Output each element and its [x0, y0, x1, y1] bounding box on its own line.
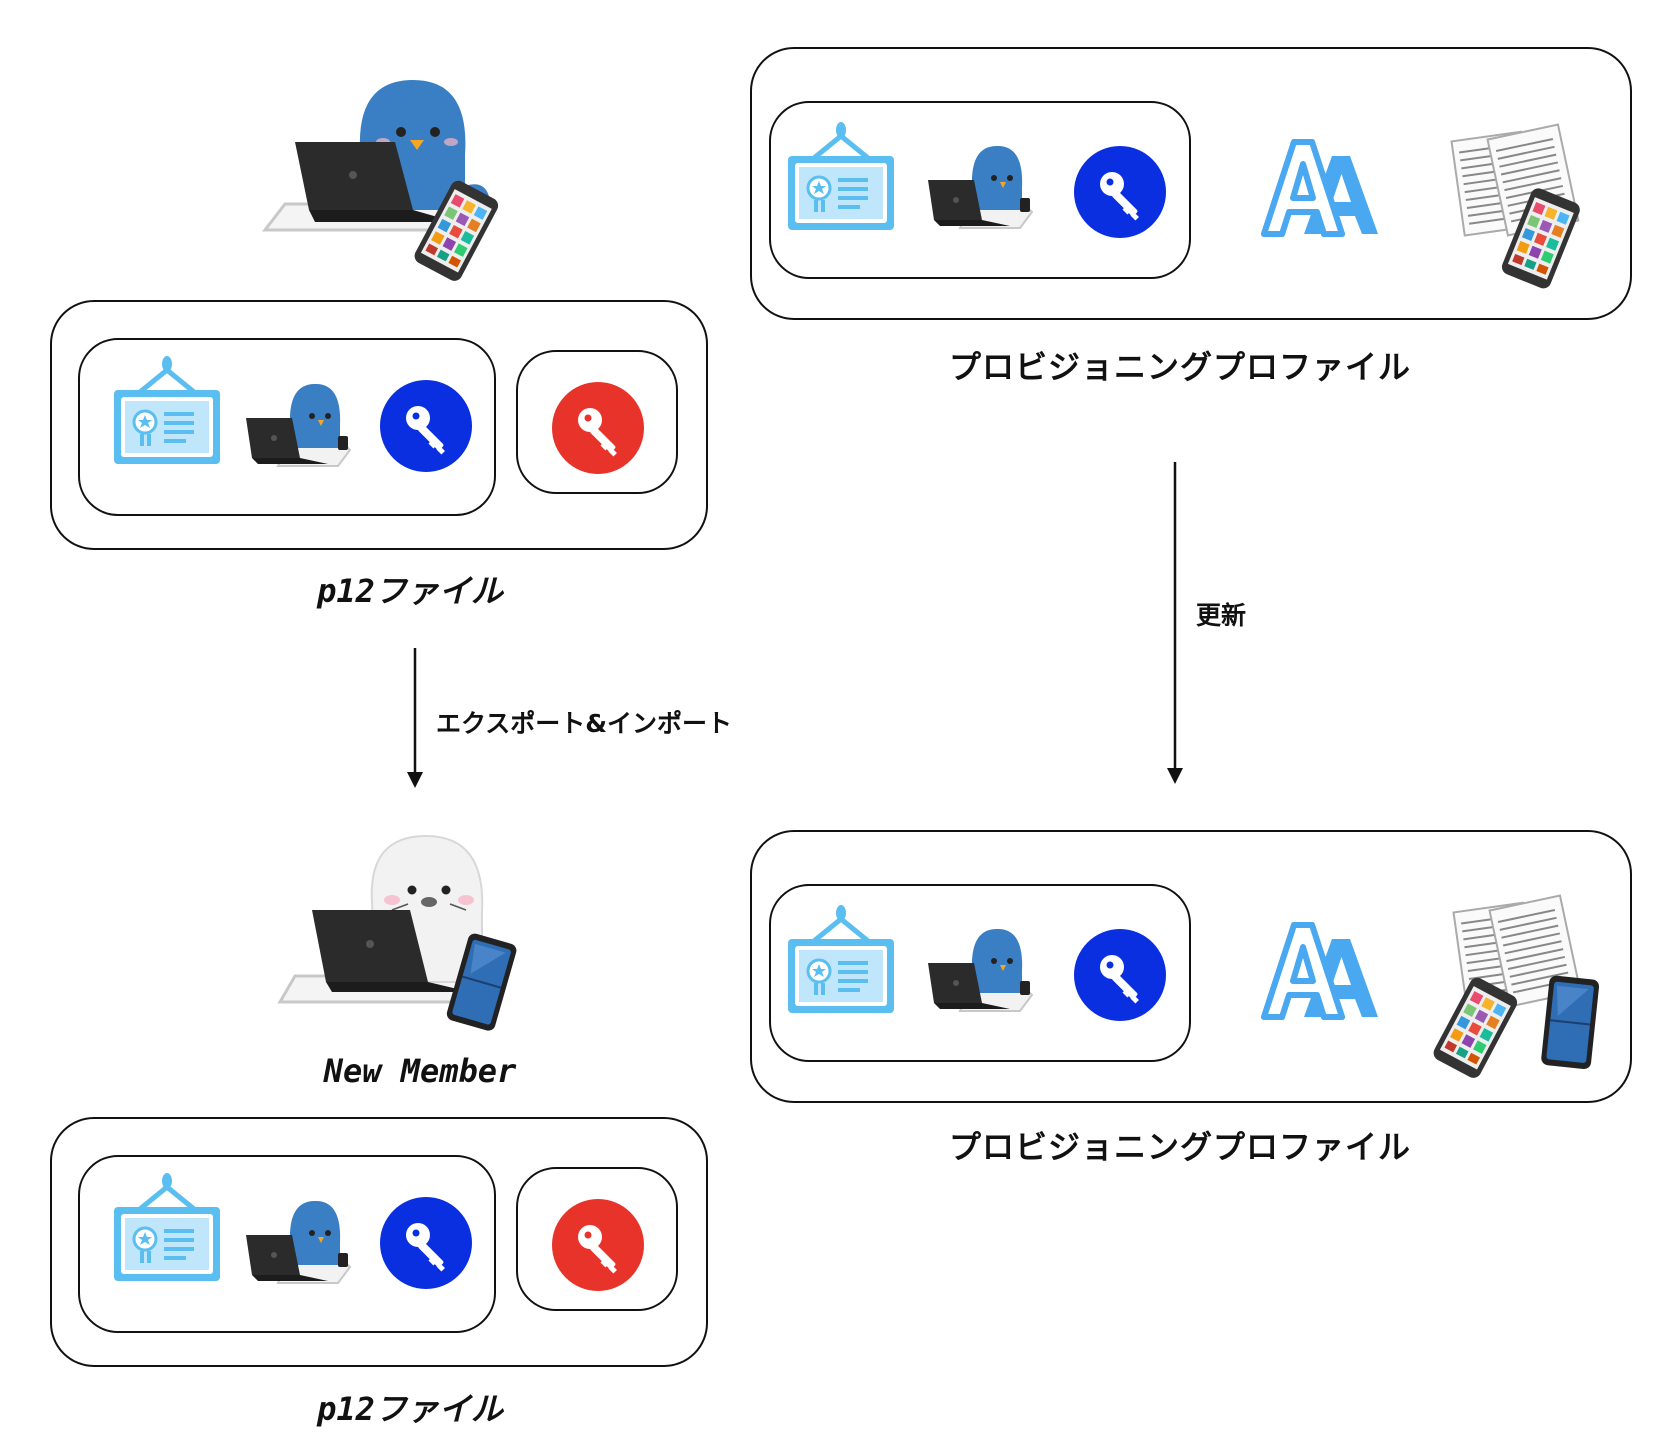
penguin-laptop-icon: [245, 1199, 351, 1284]
penguin-laptop-icon: [245, 382, 351, 467]
update-arrow: [1167, 462, 1183, 784]
penguin-laptop-icon: [927, 927, 1033, 1012]
public-key-icon: [380, 1197, 472, 1289]
device-list-icon: [1430, 894, 1601, 1081]
p12-label-bottom: p12ファイル: [317, 1390, 503, 1428]
penguin-developer-illustration: [261, 80, 501, 284]
export-arrow: [407, 648, 423, 788]
device-list-icon: [1450, 123, 1583, 291]
certificate-icon: [786, 118, 898, 238]
certificate-icon: [786, 901, 898, 1021]
public-key-icon: [1074, 929, 1166, 1021]
app-id-icon: [1256, 134, 1388, 244]
app-id-icon: [1256, 917, 1388, 1027]
public-key-icon: [380, 380, 472, 472]
export-import-label: エクスポート&インポート: [436, 709, 733, 738]
new-member-label: New Member: [323, 1052, 517, 1090]
certificate-icon: [112, 1169, 224, 1289]
private-key-icon: [552, 1199, 644, 1291]
certificate-icon: [112, 352, 224, 472]
public-key-icon: [1074, 146, 1166, 238]
provisioning-profile-label-bottom: プロビジョニングプロファイル: [948, 1128, 1411, 1166]
private-key-icon: [552, 382, 644, 474]
p12-label-top: p12ファイル: [317, 572, 503, 610]
provisioning-profile-label-top: プロビジョニングプロファイル: [948, 348, 1411, 386]
update-label: 更新: [1196, 601, 1247, 630]
penguin-laptop-icon: [927, 144, 1033, 229]
seal-new-member-illustration: [277, 834, 520, 1034]
